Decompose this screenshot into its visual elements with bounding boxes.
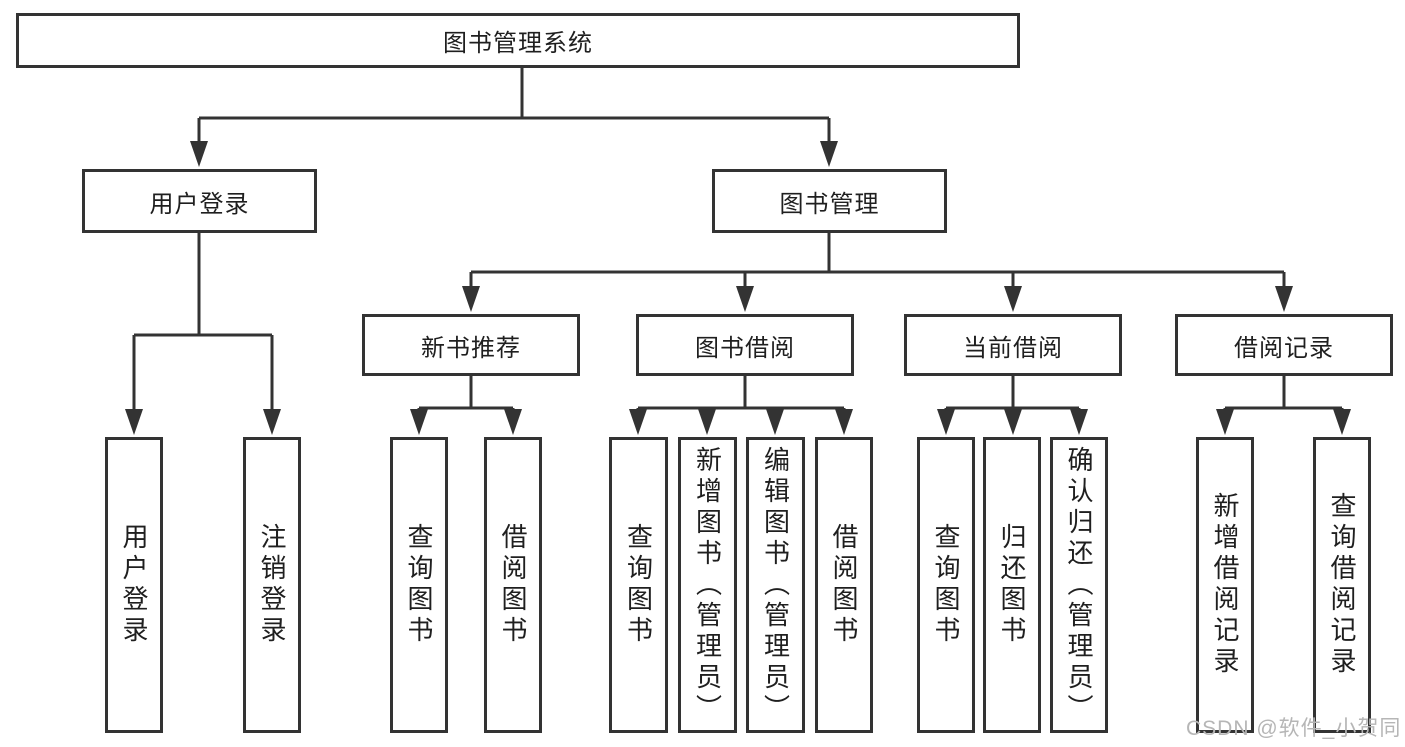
arrowhead [125, 409, 143, 435]
arrowhead [1004, 286, 1022, 312]
arrowheads [125, 141, 1351, 435]
leaf-newbook-query-books: 查询图书 [390, 437, 448, 733]
connector-user-login-children [132, 233, 274, 411]
arrowhead [698, 409, 716, 435]
connector-book-mgmt-children [469, 233, 1286, 288]
node-borrow-records: 借阅记录 [1175, 314, 1393, 376]
leaf-edit-books-admin: 编辑图书（管理员） [746, 437, 805, 733]
arrowhead [410, 409, 428, 435]
node-current-borrow: 当前借阅 [904, 314, 1122, 376]
leaf-borrow-query-books: 查询图书 [609, 437, 668, 733]
leaf-current-query-books: 查询图书 [917, 437, 975, 733]
arrowhead [736, 286, 754, 312]
node-borrow-records-label: 借阅记录 [1234, 334, 1334, 362]
arrowhead [766, 409, 784, 435]
leaf-add-borrow-record: 新增借阅记录 [1196, 437, 1254, 733]
node-user-login-label: 用户登录 [149, 190, 250, 218]
connector-new-book-children [417, 376, 515, 411]
arrowhead [820, 141, 838, 167]
leaf-add-borrow-record-label: 新增借阅记录 [1210, 492, 1240, 678]
arrowhead [1004, 409, 1022, 435]
arrowhead [1275, 286, 1293, 312]
arrowhead [1216, 409, 1234, 435]
leaf-newbook-query-books-label: 查询图书 [404, 523, 434, 647]
leaf-user-login-label: 用户登录 [119, 523, 149, 647]
node-current-borrow-label: 当前借阅 [963, 334, 1063, 362]
node-user-login: 用户登录 [82, 169, 317, 233]
arrowhead [263, 409, 281, 435]
node-book-borrow: 图书借阅 [636, 314, 854, 376]
leaf-edit-books-admin-label: 编辑图书（管理员） [760, 445, 791, 725]
leaf-return-books: 归还图书 [983, 437, 1041, 733]
leaf-borrow-books: 借阅图书 [815, 437, 873, 733]
leaf-confirm-return-admin: 确认归还（管理员） [1050, 437, 1108, 733]
node-new-book-recommend: 新书推荐 [362, 314, 580, 376]
arrowhead [1333, 409, 1351, 435]
node-book-management: 图书管理 [712, 169, 947, 233]
leaf-query-borrow-record-label: 查询借阅记录 [1327, 492, 1357, 678]
connector-current-borrow-children [944, 376, 1081, 411]
leaf-query-borrow-record: 查询借阅记录 [1313, 437, 1371, 733]
leaf-add-books-admin-label: 新增图书（管理员） [692, 445, 723, 725]
leaf-borrow-books-label: 借阅图书 [829, 523, 859, 647]
arrowhead [462, 286, 480, 312]
arrowhead [835, 409, 853, 435]
node-new-book-recommend-label: 新书推荐 [421, 334, 521, 362]
node-book-management-label: 图书管理 [779, 190, 880, 218]
leaf-add-books-admin: 新增图书（管理员） [678, 437, 737, 733]
leaf-current-query-books-label: 查询图书 [931, 523, 961, 647]
connector-records-children [1223, 376, 1344, 411]
leaf-newbook-borrow-books-label: 借阅图书 [498, 523, 528, 647]
leaf-confirm-return-admin-label: 确认归还（管理员） [1064, 445, 1094, 725]
leaf-borrow-query-books-label: 查询图书 [623, 523, 654, 647]
leaf-newbook-borrow-books: 借阅图书 [484, 437, 542, 733]
arrowhead [504, 409, 522, 435]
node-book-borrow-label: 图书借阅 [695, 334, 795, 362]
watermark: CSDN @软件_小贺同学 [1186, 717, 1402, 740]
node-root-label: 图书管理系统 [443, 30, 593, 57]
node-root: 图书管理系统 [16, 13, 1020, 68]
arrowhead [629, 409, 647, 435]
arrowhead [1070, 409, 1088, 435]
connector-book-borrow-children [636, 376, 846, 411]
arrowhead [190, 141, 208, 167]
arrowhead [937, 409, 955, 435]
leaf-logout: 注销登录 [243, 437, 301, 733]
leaf-logout-label: 注销登录 [257, 523, 287, 647]
connector-root-to-level2 [197, 68, 831, 143]
leaf-return-books-label: 归还图书 [997, 523, 1027, 647]
connector-paths [132, 68, 1344, 411]
leaf-user-login: 用户登录 [105, 437, 163, 733]
